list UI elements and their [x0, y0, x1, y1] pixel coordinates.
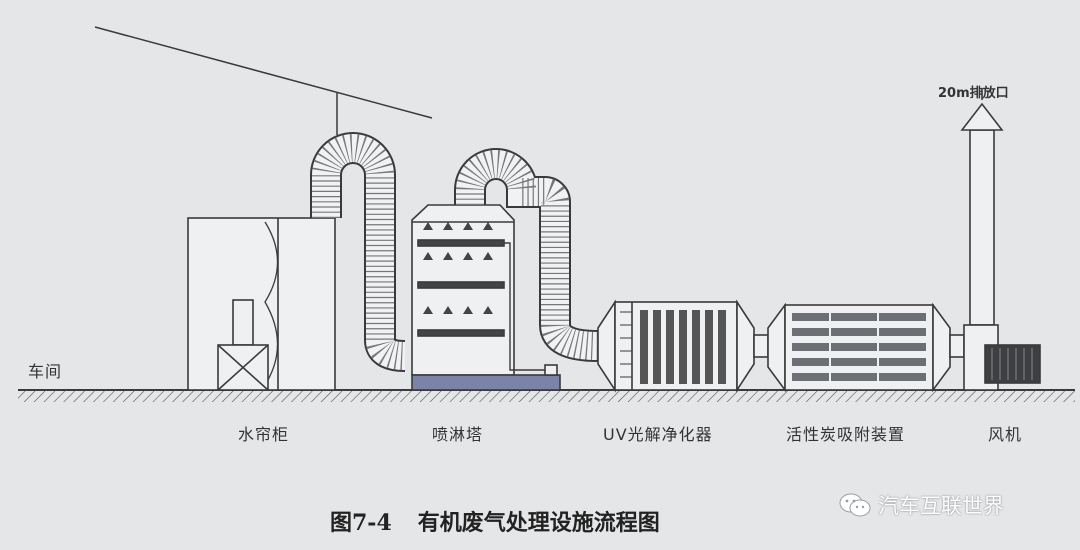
- label-activated-carbon: 活性炭吸附装置: [786, 425, 906, 444]
- label-water-curtain-cabinet: 水帘柜: [238, 425, 290, 444]
- wechat-icon: [839, 493, 871, 517]
- activated-carbon-adsorber: [767, 302, 965, 393]
- label-fan: 风机: [988, 425, 1023, 444]
- duct-2: [454, 148, 599, 362]
- figure-number: 图7-4: [330, 510, 392, 536]
- ground: [18, 389, 1075, 402]
- figure-caption: 图7-4 有机废气处理设施流程图: [330, 505, 660, 537]
- label-workshop: 车间: [28, 362, 63, 381]
- figure-title: 有机废气处理设施流程图: [417, 510, 660, 536]
- watermark-text: 汽车互联世界: [878, 494, 1004, 518]
- duct-1: [310, 132, 406, 372]
- workshop-roof-line: [94, 26, 433, 135]
- label-stack-outlet: 20m排放口: [938, 86, 1009, 101]
- uv-purifier: [597, 299, 769, 393]
- fan-and-stack: [960, 102, 1041, 391]
- label-spray-tower: 喷淋塔: [432, 425, 484, 444]
- spray-tower: [411, 204, 561, 391]
- label-uv-purifier: UV光解净化器: [603, 425, 713, 444]
- watermark: 汽车互联世界: [838, 488, 1004, 522]
- water-curtain-cabinet: [187, 217, 336, 391]
